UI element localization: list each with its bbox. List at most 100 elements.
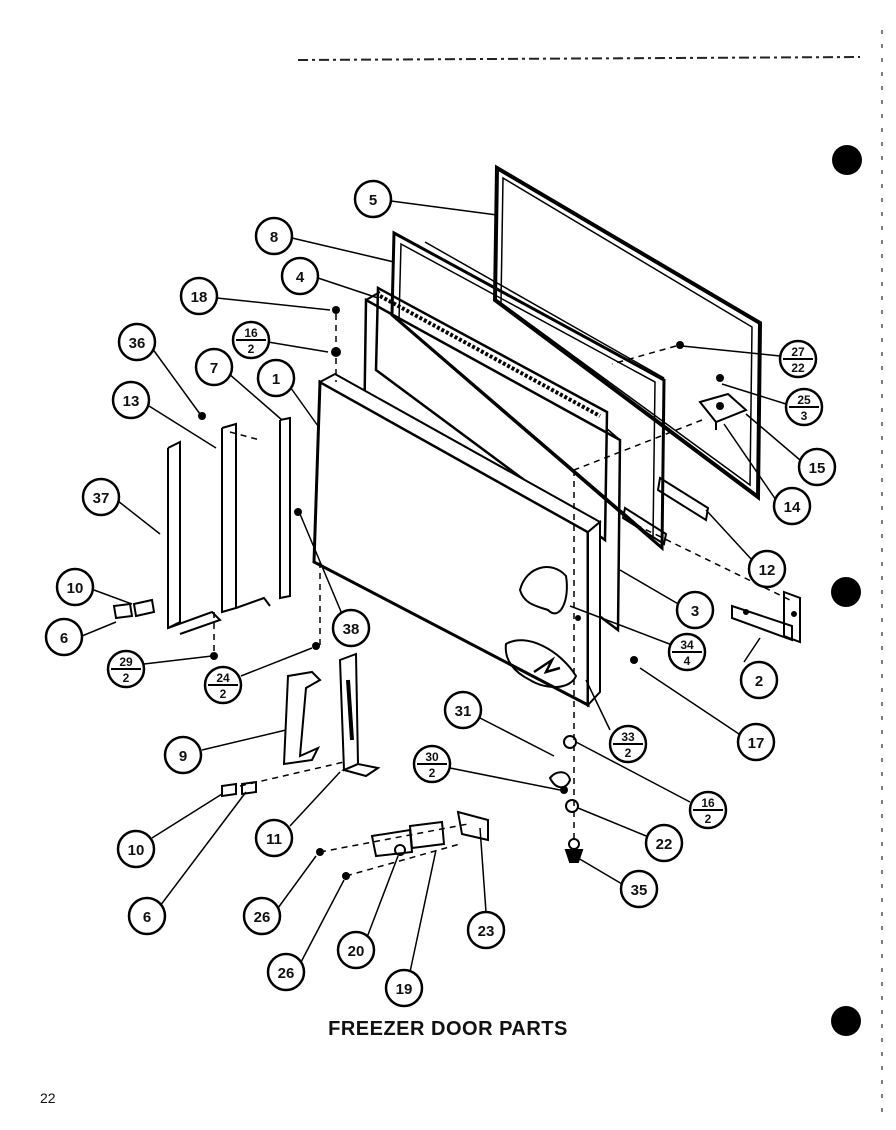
svg-text:2: 2 xyxy=(123,671,130,685)
svg-text:5: 5 xyxy=(369,192,377,209)
svg-text:18: 18 xyxy=(191,289,208,306)
callout-6-bottom: 6 xyxy=(127,896,167,936)
svg-text:2: 2 xyxy=(248,342,255,356)
svg-text:27: 27 xyxy=(791,345,805,359)
callout-13: 13 xyxy=(111,380,151,420)
callout-5: 5 xyxy=(353,179,393,219)
callout-34-4: 34 4 xyxy=(667,632,707,672)
door-handle-recess xyxy=(504,566,578,688)
svg-text:9: 9 xyxy=(179,748,187,765)
callout-6-left: 6 xyxy=(44,617,84,657)
svg-text:16: 16 xyxy=(244,326,258,340)
callout-1: 1 xyxy=(256,358,296,398)
assembly-dashes xyxy=(213,314,791,877)
diagram-title: FREEZER DOOR PARTS xyxy=(328,1018,568,1040)
svg-text:2: 2 xyxy=(429,766,436,780)
svg-text:17: 17 xyxy=(748,735,765,752)
callout-15: 15 xyxy=(797,447,837,487)
callout-19: 19 xyxy=(384,968,424,1008)
svg-text:12: 12 xyxy=(759,562,776,579)
callout-18-top: 18 xyxy=(179,276,219,316)
svg-text:15: 15 xyxy=(809,460,826,477)
svg-text:19: 19 xyxy=(396,981,413,998)
svg-text:31: 31 xyxy=(455,703,472,720)
callout-4: 4 xyxy=(280,256,320,296)
svg-text:7: 7 xyxy=(210,360,218,377)
callout-20: 20 xyxy=(336,930,376,970)
svg-text:20: 20 xyxy=(348,943,365,960)
callout-23: 23 xyxy=(466,910,506,950)
svg-text:1: 1 xyxy=(272,371,280,388)
callout-8: 8 xyxy=(254,216,294,256)
part-bottom-hinge xyxy=(370,735,584,863)
callout-16-2-top: 16 2 xyxy=(231,320,271,360)
svg-text:26: 26 xyxy=(254,909,271,926)
callout-24-2: 24 2 xyxy=(203,665,243,705)
callout-31: 31 xyxy=(443,690,483,730)
callout-26-b: 26 xyxy=(266,952,306,992)
svg-text:26: 26 xyxy=(278,965,295,982)
callout-37: 37 xyxy=(81,477,121,517)
svg-text:29: 29 xyxy=(119,655,133,669)
svg-text:3: 3 xyxy=(801,409,808,423)
part-handle-bracket xyxy=(338,652,381,778)
callout-35: 35 xyxy=(619,869,659,909)
svg-text:6: 6 xyxy=(143,909,151,926)
binder-hole-bottom xyxy=(831,1006,861,1036)
svg-text:16: 16 xyxy=(701,796,715,810)
callout-33-2: 33 2 xyxy=(608,724,648,764)
callout-36: 36 xyxy=(117,322,157,362)
svg-text:22: 22 xyxy=(791,361,805,375)
svg-text:2: 2 xyxy=(625,746,632,760)
svg-text:8: 8 xyxy=(270,229,278,246)
part-door-handle xyxy=(282,670,322,766)
svg-text:36: 36 xyxy=(129,335,146,352)
svg-text:10: 10 xyxy=(128,842,145,859)
svg-text:38: 38 xyxy=(343,621,360,638)
svg-text:2: 2 xyxy=(220,687,227,701)
part-door-outer xyxy=(312,372,602,708)
part-caps xyxy=(112,598,257,798)
callout-10-bottom: 10 xyxy=(116,829,156,869)
part-hinge-bracket-right xyxy=(731,590,801,644)
callout-12: 12 xyxy=(747,549,787,589)
leader-lines xyxy=(81,200,801,973)
callout-22: 22 xyxy=(644,823,684,863)
svg-text:30: 30 xyxy=(425,750,439,764)
binder-hole-top xyxy=(832,145,862,175)
callout-10-left: 10 xyxy=(55,567,95,607)
part-inner-liner xyxy=(374,285,609,543)
svg-text:24: 24 xyxy=(216,671,230,685)
svg-text:23: 23 xyxy=(478,923,495,940)
part-top-hinge xyxy=(698,392,748,430)
callout-14: 14 xyxy=(772,486,812,526)
callout-30-2: 30 2 xyxy=(412,744,452,784)
svg-text:6: 6 xyxy=(60,630,68,647)
binder-hole-middle xyxy=(831,577,861,607)
svg-text:22: 22 xyxy=(656,836,673,853)
callout-38: 38 xyxy=(331,608,371,648)
callout-16-2-bottom: 16 2 xyxy=(688,790,728,830)
svg-text:10: 10 xyxy=(67,580,84,597)
svg-text:35: 35 xyxy=(631,882,648,899)
part-left-brackets xyxy=(167,416,291,635)
callout-29-2: 29 2 xyxy=(106,649,146,689)
svg-text:2: 2 xyxy=(705,812,712,826)
callout-25-3: 25 3 xyxy=(784,387,824,427)
svg-text:34: 34 xyxy=(680,638,694,652)
callout-9: 9 xyxy=(163,735,203,775)
part-gasket xyxy=(492,164,763,501)
svg-text:2: 2 xyxy=(755,673,763,690)
callout-2: 2 xyxy=(739,660,779,700)
svg-text:4: 4 xyxy=(296,269,305,286)
page-number: 22 xyxy=(40,1090,56,1106)
callout-26-a: 26 xyxy=(242,896,282,936)
svg-text:11: 11 xyxy=(266,831,282,848)
callout-11: 11 xyxy=(254,818,294,858)
svg-text:37: 37 xyxy=(93,490,110,507)
svg-text:33: 33 xyxy=(621,730,635,744)
svg-text:14: 14 xyxy=(784,499,801,516)
svg-text:25: 25 xyxy=(797,393,811,407)
callout-3: 3 xyxy=(675,590,715,630)
